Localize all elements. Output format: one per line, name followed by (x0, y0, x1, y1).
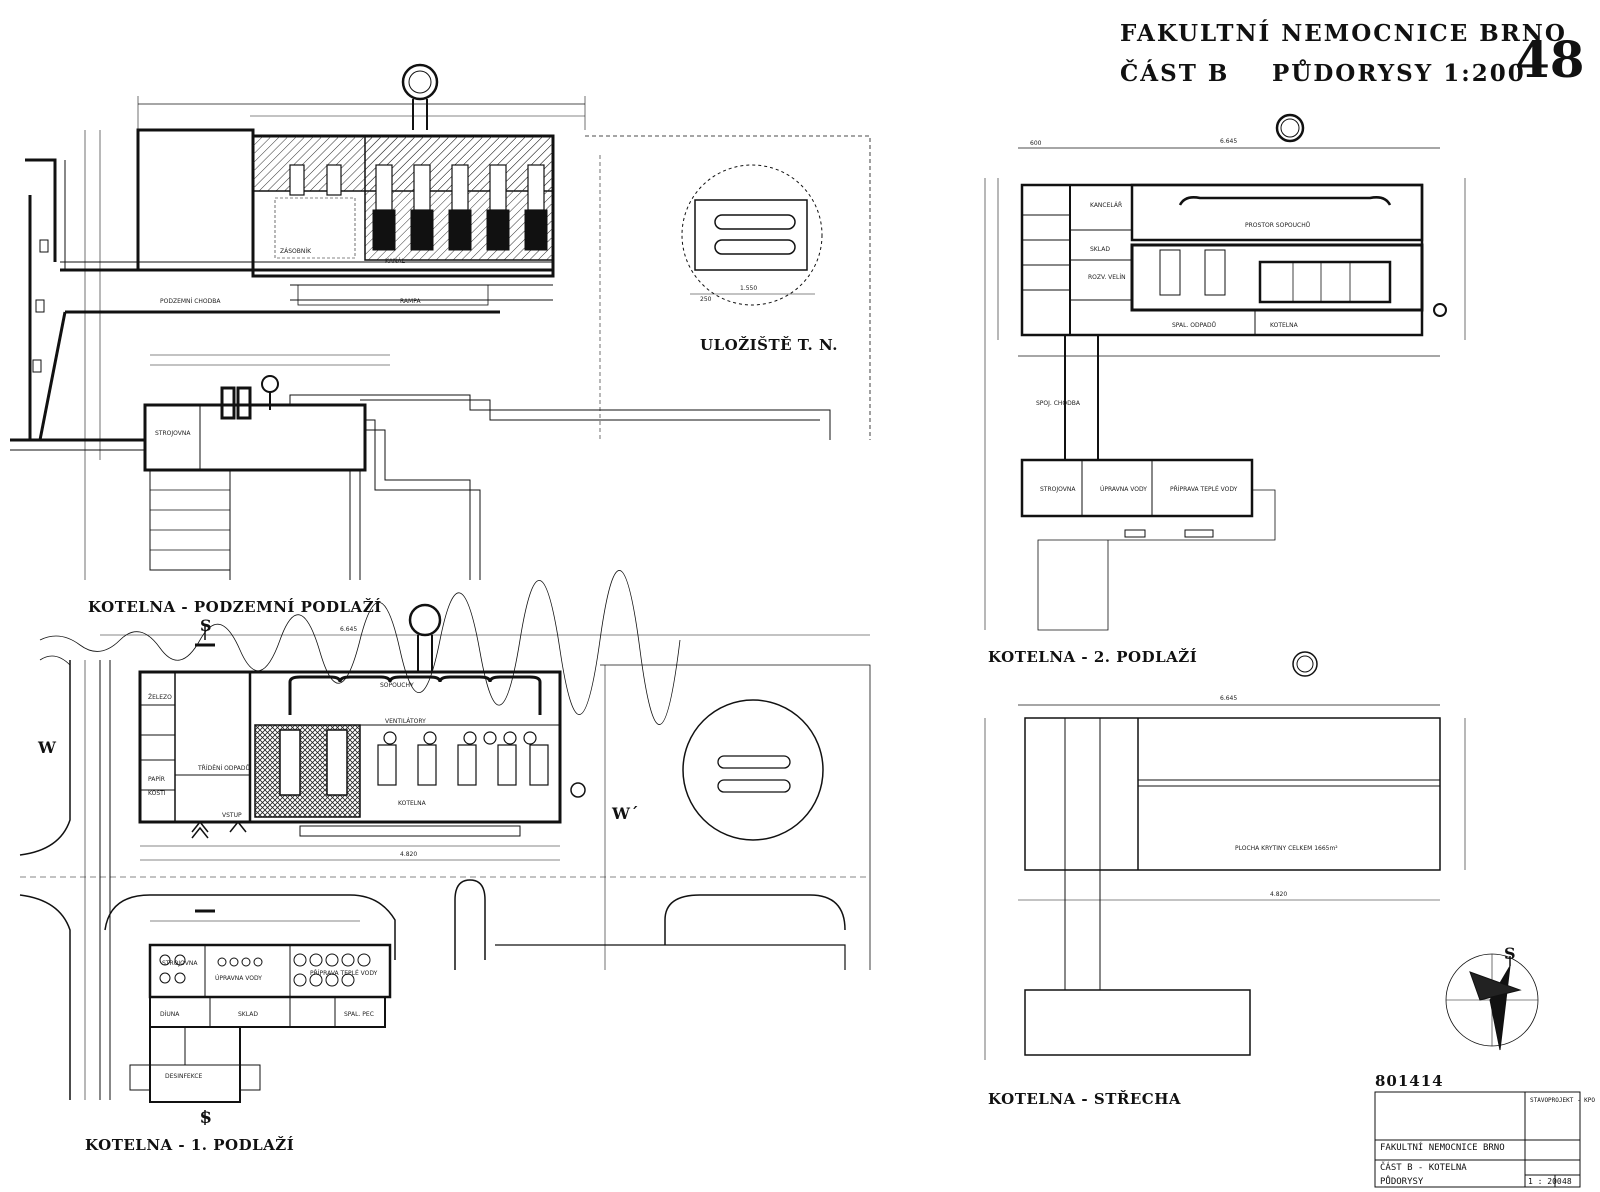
room-kotelna-2f: KOTELNA (1270, 322, 1298, 329)
section-mark-w: W (38, 738, 57, 757)
room-podzemni-chodba: PODZEMNÍ CHODBA (160, 298, 221, 305)
title-block-drawing: PŮDORYSY (1380, 1177, 1424, 1187)
room-rozv-velin: ROZV. VELÍN (1088, 274, 1126, 281)
title-basement: KOTELNA - PODZEMNÍ PODLAŽÍ (88, 598, 382, 616)
roof-plan (984, 651, 1466, 1060)
section-mark-w-prime: W´ (612, 804, 639, 823)
room-strojovna-1f: STROJOVNA (162, 960, 198, 967)
room-priprava-teple-vody-1f: PŘÍPRAVA TEPLÉ VODY (310, 970, 378, 977)
basement-plan (10, 63, 871, 580)
section-mark-s-bottom: S (200, 1108, 213, 1127)
title-block-project: FAKULTNÍ NEMOCNICE BRNO (1380, 1143, 1505, 1153)
room-sopouchy: SOPOUCHY (380, 682, 414, 689)
header-title-line1: FAKULTNÍ NEMOCNICE BRNO (1120, 20, 1567, 47)
title-block-frame (1374, 1091, 1581, 1188)
room-upravna-vody-1f: ÚPRAVNA VODY (215, 975, 262, 982)
room-zasobnik: ZÁSOBNÍK (280, 248, 312, 255)
room-prostor-sopouchu: PROSTOR SOPOUCHŮ (1245, 222, 1311, 229)
room-kotelna-1f: KOTELNA (398, 800, 426, 807)
room-dezinfekce: DESINFEKCE (165, 1073, 203, 1080)
room-vstup: VSTUP (222, 812, 242, 819)
room-sklad-1f: SKLAD (238, 1011, 258, 1018)
header-part: ČÁST B (1120, 60, 1230, 87)
title-block-part: ČÁST B - KOTELNA (1380, 1163, 1467, 1173)
room-spal-odpadu: SPAL. ODPADŮ (1172, 322, 1216, 329)
dim-storage-250: 250 (700, 296, 712, 303)
title-block-number: 801414 (1375, 1072, 1444, 1090)
room-trideni-odpadu: TŘÍDĚNÍ ODPADŮ (198, 765, 250, 772)
title-block-sheet: 48 (1562, 1177, 1572, 1186)
room-kosti: KOSTI (148, 790, 166, 797)
room-priprava-teple-vody-2f: PŘÍPRAVA TEPLÉ VODY (1170, 486, 1238, 493)
title-block-org: STAVOPROJEKT - KPO (1530, 1097, 1596, 1104)
room-diuna: DÍUNA (160, 1011, 180, 1018)
section-mark-s-top: S (200, 616, 213, 635)
chimney-circle (401, 63, 439, 101)
room-ventilatory: VENTILÁTORY (385, 718, 426, 725)
room-papir: PAPÍR (148, 776, 165, 783)
title-first-floor: KOTELNA - 1. PODLAŽÍ (85, 1136, 295, 1154)
second-floor-plan (984, 113, 1466, 631)
dim-bay: 600 (1030, 140, 1042, 147)
dim-storage-width: 1.550 (740, 285, 758, 292)
room-plocha-krytiny: PLOCHA KRYTINY CELKEM 1665m² (1235, 845, 1338, 852)
room-kancelar: KANCELÁŘ (1090, 202, 1123, 209)
room-rampa: RAMPA (400, 298, 421, 305)
room-strojovna-2f: STROJOVNA (1040, 486, 1076, 493)
boilers (372, 209, 548, 251)
title-roof: KOTELNA - STŘECHA (988, 1090, 1182, 1108)
sheet-number: 48 (1515, 30, 1585, 89)
room-sklad-2f: SKLAD (1090, 246, 1110, 253)
title-second-floor: KOTELNA - 2. PODLAŽÍ (988, 648, 1198, 666)
room-zelezo: ŽELEZO (148, 694, 172, 701)
title-storage: ULOŽIŠTĚ T. N. (700, 336, 838, 354)
storage-plan (681, 164, 823, 306)
header-drawing-name: PŮDORYSY 1:200 (1272, 60, 1526, 87)
section-arrows (191, 625, 247, 1125)
room-spal-pec: SPAL. PEC (344, 1011, 374, 1018)
room-upravna-vody-2f: ÚPRAVNA VODY (1100, 486, 1147, 493)
north-mark: S (1504, 944, 1517, 963)
dim-overall-2f: 6.645 (1220, 138, 1238, 145)
dim-overall-roof: 6.645 (1220, 695, 1238, 702)
title-block-scale: 1 : 200 (1528, 1177, 1562, 1186)
first-floor-plan (19, 570, 871, 1103)
room-spoj-chodba: SPOJ. CHODBA (1036, 400, 1080, 407)
room-kanal: KANÁL (385, 258, 405, 265)
dim-span-roof: 4.820 (1270, 891, 1288, 898)
dim-span-1f: 4.820 (400, 851, 418, 858)
north-arrow (1445, 953, 1539, 1051)
room-strojovna-basement: STROJOVNA (155, 430, 191, 437)
dim-overall-1f: 6.645 (340, 626, 358, 633)
